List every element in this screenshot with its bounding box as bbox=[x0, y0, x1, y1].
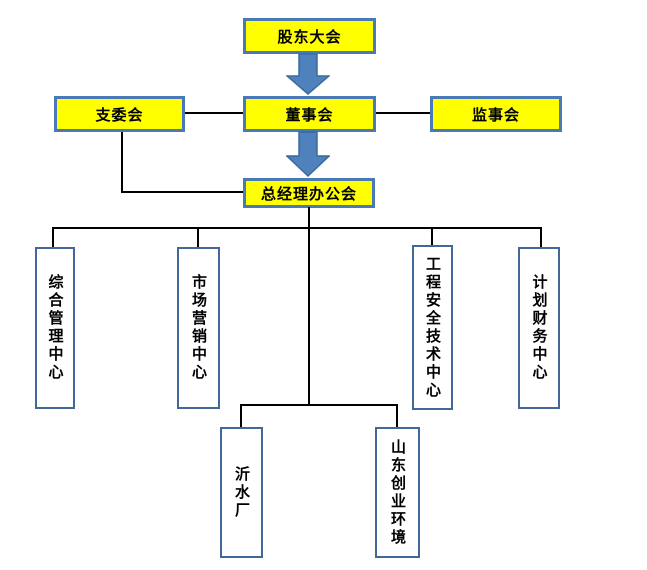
connector-drop-yishui bbox=[240, 404, 242, 427]
node-label: 山东创业环境 bbox=[389, 438, 407, 547]
node-engineering-safety-tech-center: 工程安全技术中心 bbox=[412, 245, 453, 410]
node-board-of-directors: 董事会 bbox=[243, 96, 376, 132]
node-shandong-chuangye-environment: 山东创业环境 bbox=[375, 427, 420, 558]
connector-distribution-1 bbox=[52, 227, 542, 229]
node-gm-office-meeting: 总经理办公会 bbox=[243, 178, 375, 208]
connector-branch-to-board bbox=[185, 112, 243, 114]
connector-drop-shandong bbox=[396, 404, 398, 427]
node-shareholders-meeting: 股东大会 bbox=[243, 18, 376, 54]
connector-drop-planning-finance bbox=[540, 227, 542, 247]
node-label: 计划财务中心 bbox=[530, 274, 549, 382]
down-arrow-icon bbox=[286, 53, 330, 95]
node-yishui-plant: 沂水厂 bbox=[220, 427, 263, 558]
connector-branch-drop bbox=[121, 132, 123, 193]
node-supervisory-board: 监事会 bbox=[430, 96, 562, 132]
connector-distribution-2 bbox=[240, 404, 398, 406]
connector-branch-to-gm bbox=[121, 191, 243, 193]
node-label: 市场营销中心 bbox=[190, 274, 208, 382]
node-label: 沂水厂 bbox=[233, 465, 251, 520]
node-general-management-center: 综合管理中心 bbox=[35, 247, 75, 409]
connector-drop-general-mgmt bbox=[52, 227, 54, 247]
node-branch-committee: 支委会 bbox=[54, 96, 185, 132]
connector-drop-marketing bbox=[197, 227, 199, 247]
connector-drop-engineering bbox=[431, 227, 433, 246]
node-label: 综合管理中心 bbox=[46, 274, 65, 382]
down-arrow-icon bbox=[286, 131, 330, 177]
connector-gm-trunk-upper bbox=[308, 207, 310, 229]
node-planning-finance-center: 计划财务中心 bbox=[518, 247, 560, 409]
connector-board-to-supervisory bbox=[376, 112, 430, 114]
node-label: 工程安全技术中心 bbox=[424, 255, 442, 400]
connector-gm-trunk-lower bbox=[308, 227, 310, 406]
node-marketing-center: 市场营销中心 bbox=[177, 247, 220, 409]
